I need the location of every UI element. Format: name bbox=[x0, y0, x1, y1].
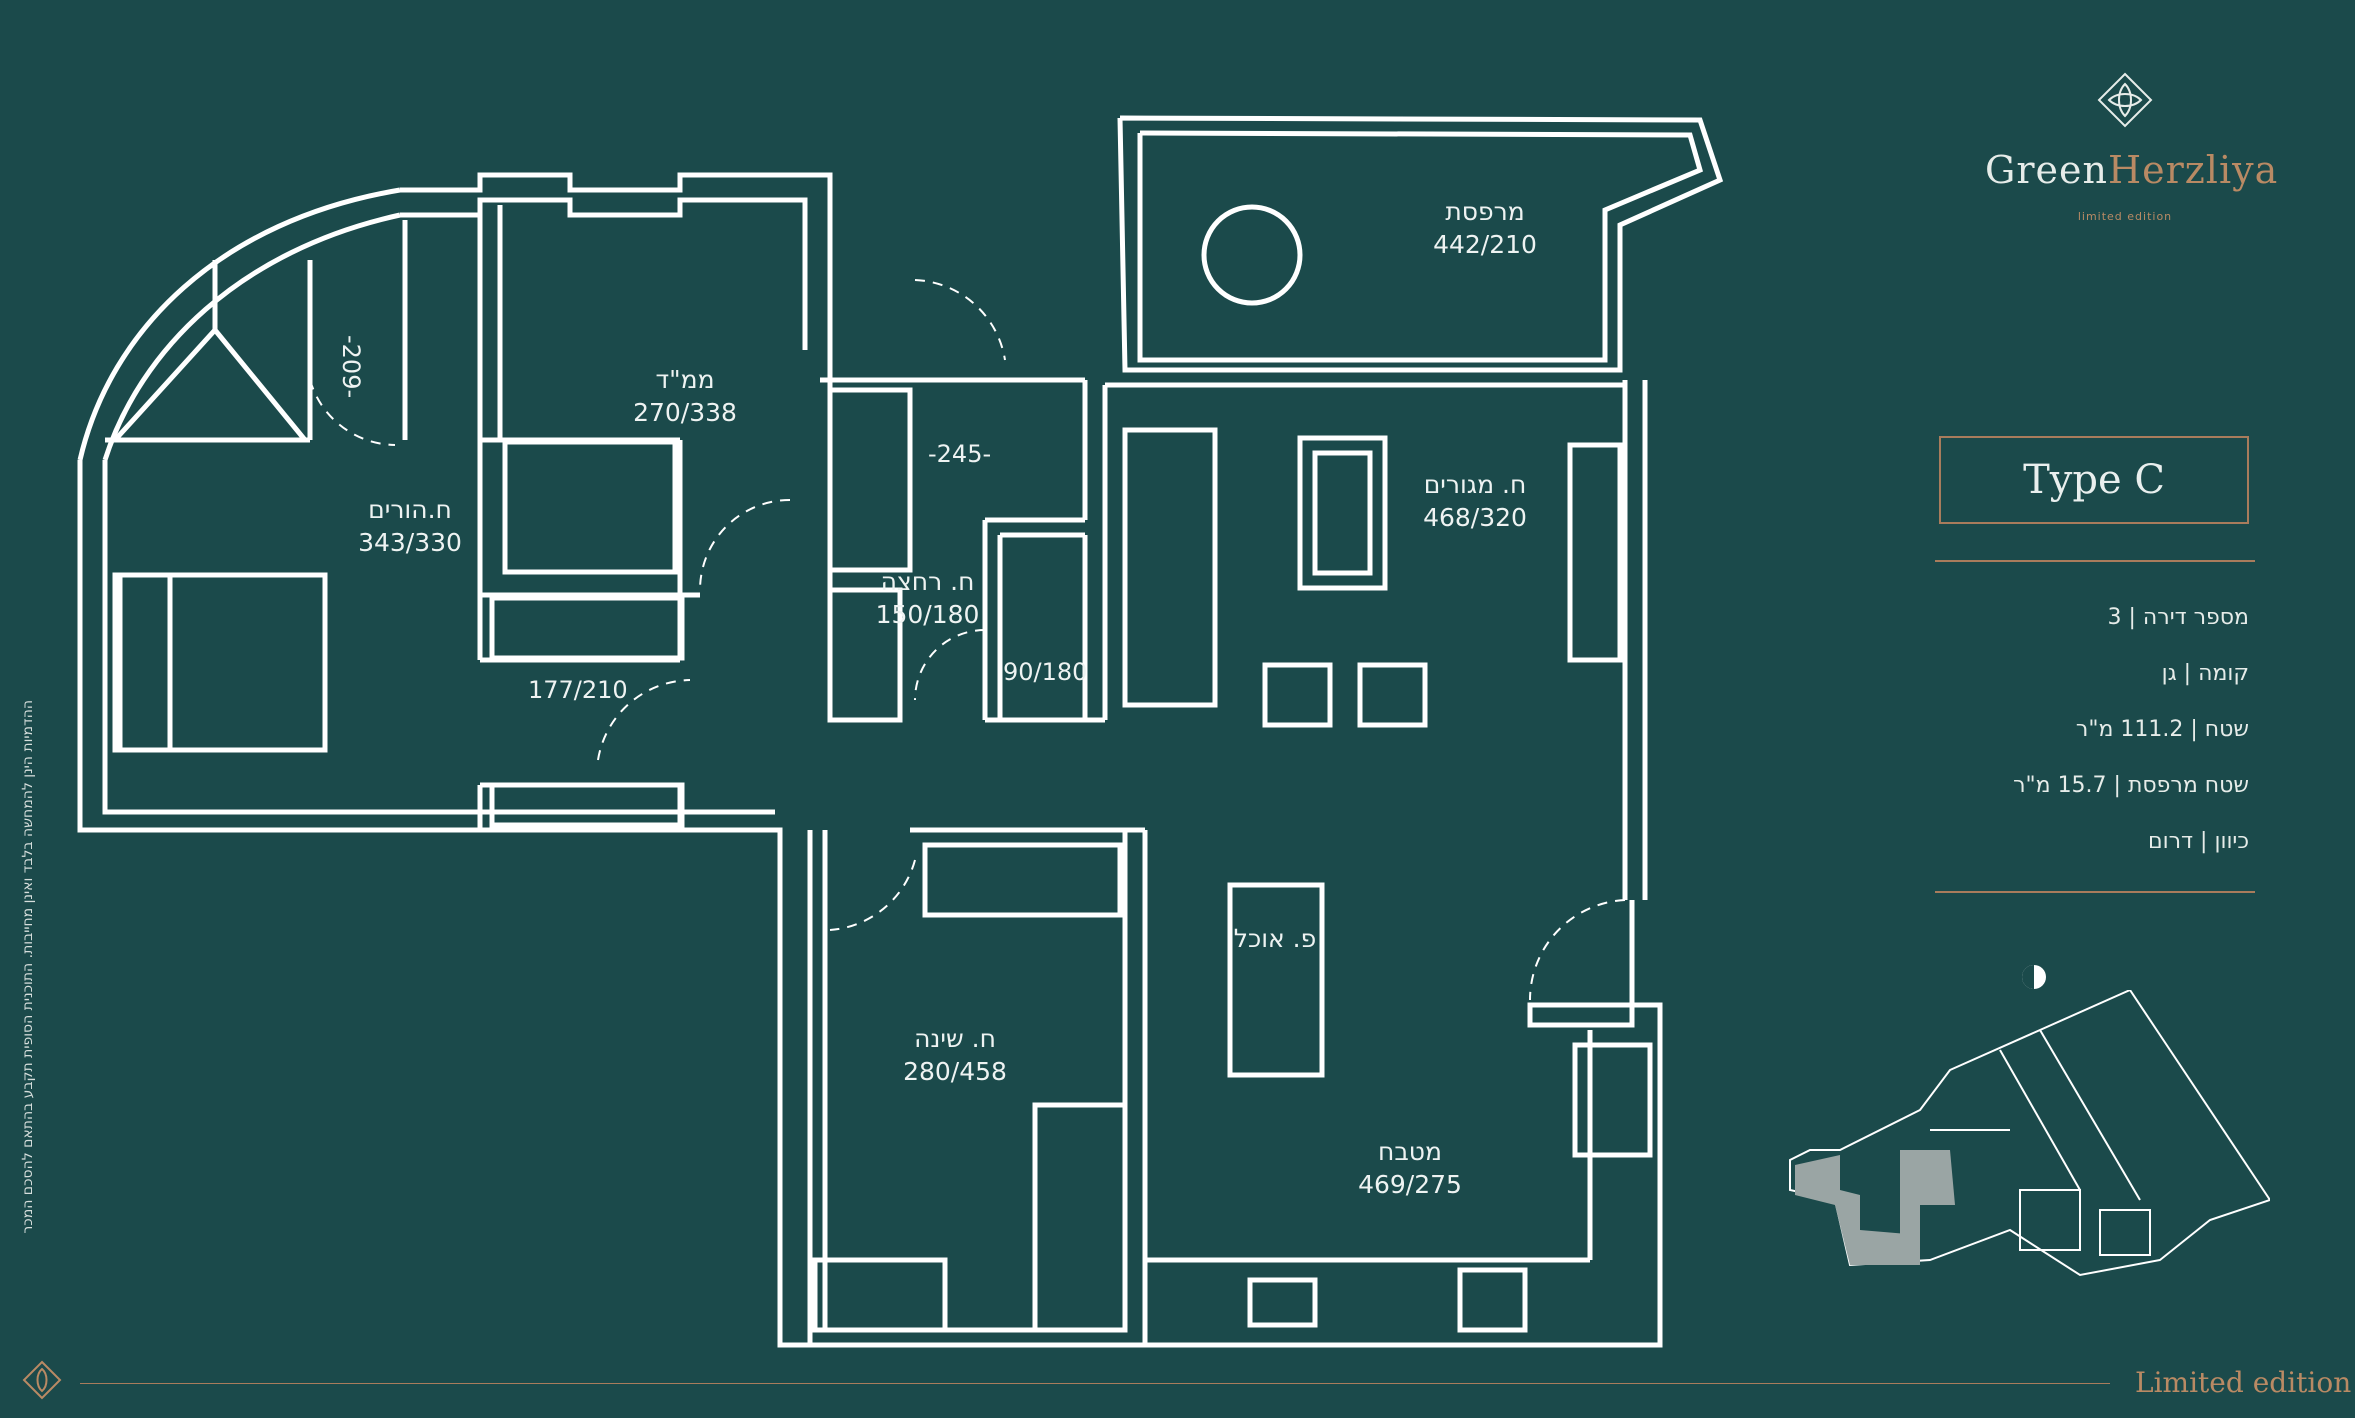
brand-name-main: Green bbox=[1985, 148, 2108, 192]
dimension-177: 177/210 bbox=[528, 676, 628, 704]
room-name: ח.הורים bbox=[368, 495, 452, 524]
info-floor: קומה | גן bbox=[2161, 661, 2249, 686]
room-dim: 469/275 bbox=[1358, 1170, 1462, 1199]
lotus-icon bbox=[2097, 72, 2153, 128]
info-area: שטח | 111.2 מ"ר bbox=[2075, 717, 2249, 742]
room-bath: ח. רחצה 150/180 bbox=[850, 565, 1005, 631]
dimension-245: -245- bbox=[928, 440, 992, 468]
brand-name-accent: Herzliya bbox=[2107, 148, 2279, 192]
brand-tagline: limited edition bbox=[2077, 210, 2173, 223]
room-name: ח. מגורים bbox=[1423, 470, 1527, 499]
divider-top bbox=[1935, 560, 2255, 562]
room-name: פ. אוכל bbox=[1233, 924, 1317, 953]
room-bedroom: ח. שינה 280/458 bbox=[870, 1022, 1040, 1088]
info-direction: כיוון | דרום bbox=[2148, 829, 2249, 854]
disclaimer-text: ההדמיות הינן להמחשה בלבד ואינן מחייבות. … bbox=[20, 700, 36, 1234]
room-safe-room: ממ"ד 270/338 bbox=[600, 363, 770, 429]
room-dim: 442/210 bbox=[1433, 230, 1537, 259]
footer-line bbox=[80, 1383, 2110, 1384]
room-balcony: מרפסת 442/210 bbox=[1400, 195, 1570, 261]
info-balcony-area: שטח מרפסת | 15.7 מ"ר bbox=[2013, 773, 2249, 798]
room-name: מרפסת bbox=[1445, 197, 1525, 226]
room-name: ח. שינה bbox=[914, 1024, 996, 1053]
room-name: ממ"ד bbox=[655, 365, 715, 394]
lotus-icon bbox=[22, 1360, 62, 1400]
footer-edition: Limited edition bbox=[2135, 1366, 2352, 1399]
room-name: ח. רחצה bbox=[880, 567, 975, 596]
room-kitchen: מטבח 469/275 bbox=[1325, 1135, 1495, 1201]
room-master: ח.הורים 343/330 bbox=[325, 493, 495, 559]
room-dining: פ. אוכל bbox=[1225, 922, 1325, 955]
room-dim: 270/338 bbox=[633, 398, 737, 427]
room-dim: 150/180 bbox=[875, 600, 980, 629]
room-dim: 468/320 bbox=[1423, 503, 1527, 532]
dimension-90: 90/180 bbox=[1003, 658, 1088, 686]
info-apartment-number: מספר דירה | 3 bbox=[2107, 605, 2250, 630]
room-dim: 343/330 bbox=[358, 528, 462, 557]
brand-logo: GreenHerzliya limited edition bbox=[1985, 70, 2277, 223]
compass-icon bbox=[2022, 965, 2046, 989]
room-living: ח. מגורים 468/320 bbox=[1390, 468, 1560, 534]
apartment-info: מספר דירה | 3 קומה | גן שטח | 111.2 מ"ר … bbox=[1935, 590, 2249, 870]
room-name: מטבח bbox=[1378, 1137, 1442, 1166]
brand-name: GreenHerzliya bbox=[1985, 148, 2277, 192]
room-dim: 280/458 bbox=[903, 1057, 1007, 1086]
key-plan-map bbox=[1789, 990, 2270, 1277]
apartment-type: Type C bbox=[1939, 436, 2249, 524]
dimension-209: -209- bbox=[337, 335, 365, 399]
divider-bottom bbox=[1935, 891, 2255, 893]
